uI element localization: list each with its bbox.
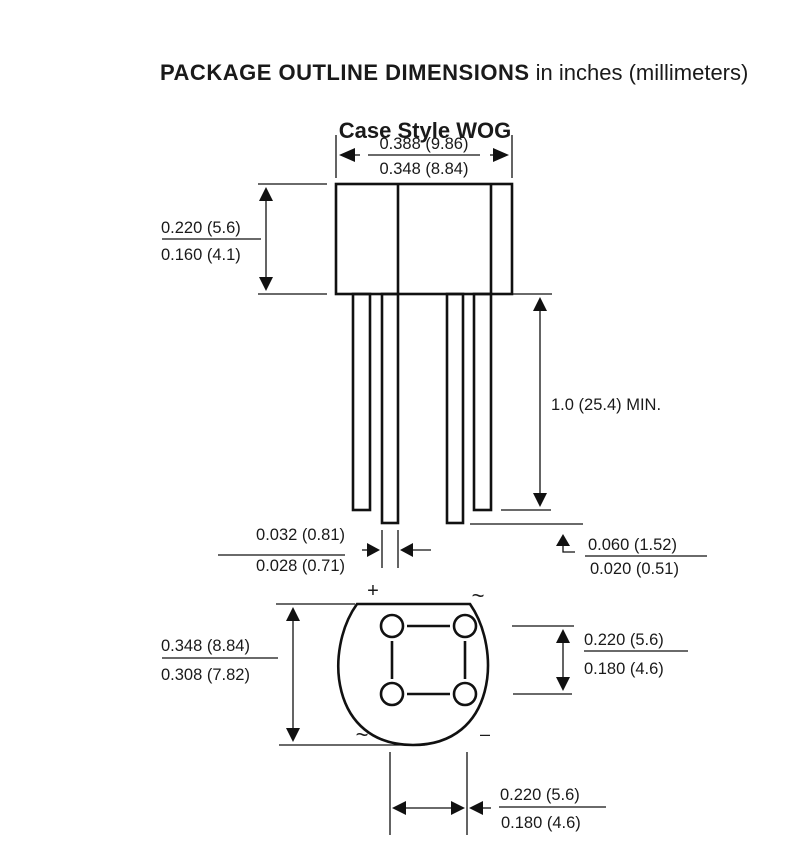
lead-offset-min: 0.020 (0.51) [590, 560, 679, 578]
body-height-max: 0.220 (5.6) [161, 219, 241, 237]
pin-plus-mark: + [367, 580, 379, 602]
lead-length-dimension: 1.0 (25.4) MIN. [501, 293, 661, 511]
pin-spacing-vertical-dimension: 0.220 (5.6) 0.180 (4.6) [512, 625, 688, 695]
lead-width-min: 0.028 (0.71) [256, 557, 345, 575]
lead-width-max: 0.032 (0.81) [256, 526, 345, 544]
diameter-dimension: 0.348 (8.84) 0.308 (7.82) [161, 603, 425, 746]
body-width-min: 0.348 (8.84) [380, 160, 469, 178]
diameter-min: 0.308 (7.82) [161, 666, 250, 684]
body-height-dimension: 0.220 (5.6) 0.160 (4.1) [161, 183, 327, 295]
pin-spacing-v-max: 0.220 (5.6) [584, 631, 664, 649]
pin-spacing-horizontal-dimension: 0.220 (5.6) 0.180 (4.6) [389, 752, 606, 835]
lead-offset-max: 0.060 (1.52) [588, 536, 677, 554]
case-style-label: Case Style WOG [339, 118, 511, 143]
pin-ac-mark-1: ~ [472, 583, 485, 608]
lead-offset-dimension: 0.060 (1.52) 0.020 (0.51) [470, 523, 707, 578]
leads [351, 292, 493, 525]
diameter-max: 0.348 (8.84) [161, 637, 250, 655]
pin-ac-mark-2: ~ [356, 722, 369, 747]
pin-spacing-h-min: 0.180 (4.6) [501, 814, 581, 832]
body-width-max: 0.388 (9.86) [380, 135, 469, 153]
pin-spacing-h-max: 0.220 (5.6) [500, 786, 580, 804]
diagram-title: PACKAGE OUTLINE DIMENSIONS in inches (mi… [160, 60, 748, 85]
pin-minus-mark: – [480, 724, 490, 744]
package-body-side-view [334, 182, 514, 296]
body-height-min: 0.160 (4.1) [161, 246, 241, 264]
lead-width-dimension: 0.032 (0.81) 0.028 (0.71) [218, 526, 431, 575]
pin-spacing-v-min: 0.180 (4.6) [584, 660, 664, 678]
title-bold: PACKAGE OUTLINE DIMENSIONS [160, 60, 530, 85]
body-width-dimension: 0.388 (9.86) 0.348 (8.84) [335, 135, 513, 178]
lead-length-label: 1.0 (25.4) MIN. [551, 396, 661, 414]
title-rest: in inches (millimeters) [530, 60, 749, 85]
